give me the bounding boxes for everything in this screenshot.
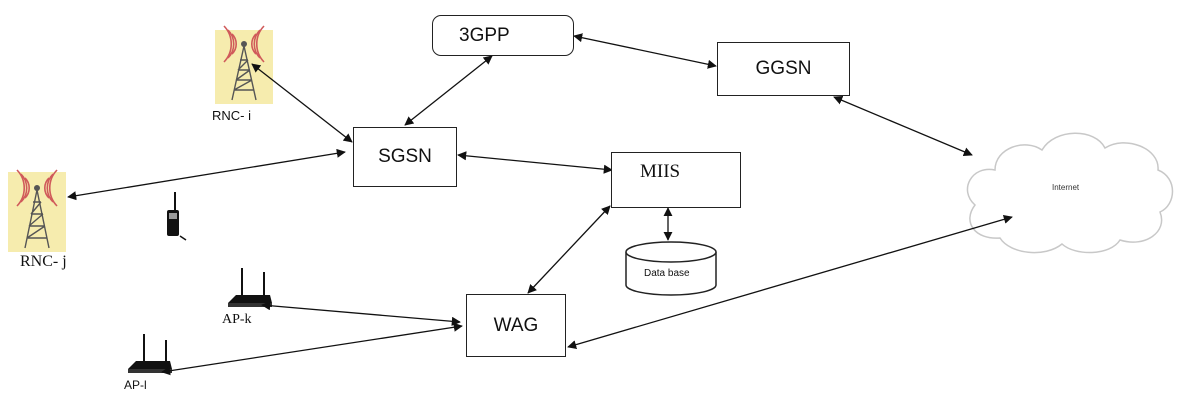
link-rncj-sgsn bbox=[67, 148, 346, 201]
node-sgsn: SGSN bbox=[353, 127, 457, 187]
node-wag: WAG bbox=[466, 294, 566, 357]
rnc-i-label: RNC- i bbox=[212, 108, 251, 123]
ap-k-label: AP-k bbox=[222, 312, 252, 327]
link-apk-wag bbox=[261, 301, 461, 326]
link-ggsn-internet bbox=[833, 95, 973, 157]
database-label: Data base bbox=[644, 268, 690, 279]
node-3gpp-label: 3GPP bbox=[459, 24, 510, 46]
rnc-i-tower-icon bbox=[215, 25, 273, 104]
link-miis-wag bbox=[527, 205, 611, 294]
link-apl-wag bbox=[161, 322, 463, 376]
node-miis: MIIS bbox=[611, 152, 741, 208]
link-3gpp-ggsn bbox=[573, 33, 717, 69]
node-wag-label: WAG bbox=[493, 314, 539, 336]
internet-label: Internet bbox=[1052, 183, 1080, 192]
ap-k-router-icon bbox=[228, 268, 272, 307]
ap-l-router-icon bbox=[128, 334, 172, 373]
node-sgsn-label: SGSN bbox=[378, 146, 432, 167]
link-3gpp-sgsn bbox=[404, 55, 493, 126]
link-wag-internet bbox=[567, 214, 1013, 350]
node-3gpp: 3GPP bbox=[432, 15, 574, 56]
node-ggsn: GGSN bbox=[717, 42, 850, 96]
node-ggsn-label: GGSN bbox=[755, 58, 812, 79]
ap-l-label: AP-l bbox=[124, 378, 147, 392]
node-miis-label: MIIS bbox=[640, 161, 681, 182]
link-rnci-sgsn bbox=[251, 63, 353, 143]
rnc-j-tower-icon bbox=[8, 169, 66, 252]
rnc-j-label: RNC- j bbox=[20, 253, 67, 270]
mobile-phone-icon bbox=[167, 192, 187, 241]
link-sgsn-miis bbox=[457, 151, 613, 174]
internet-cloud-icon bbox=[966, 132, 1174, 254]
